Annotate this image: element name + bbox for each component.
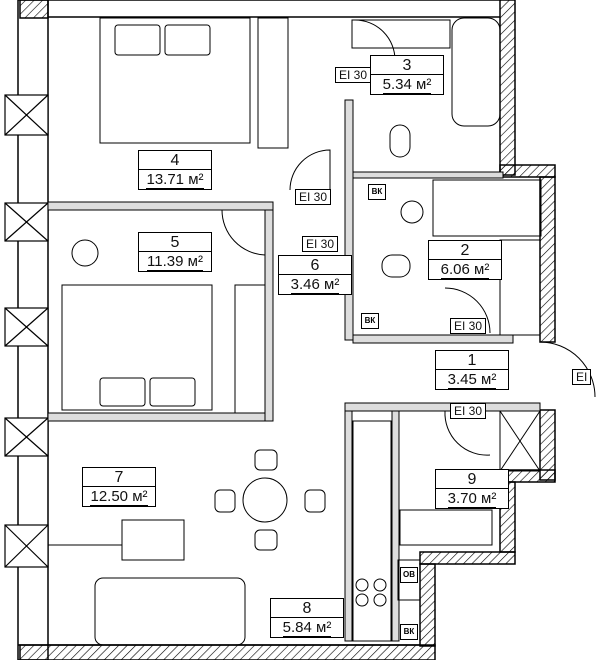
shaft-label: ВК <box>400 624 418 640</box>
room-number: 2 <box>429 241 501 260</box>
wardrobe-room-5 <box>234 284 266 414</box>
room-area: 13.71 м² <box>146 171 204 189</box>
kitchen-counter <box>352 420 392 642</box>
windows <box>4 94 49 568</box>
room-number: 3 <box>371 56 443 75</box>
room-area: 3.45 м² <box>447 371 497 389</box>
room-number: 8 <box>271 599 343 618</box>
bathtub <box>451 17 501 127</box>
bed-room-4 <box>99 17 251 144</box>
room-area: 5.34 м² <box>382 76 432 94</box>
interior-walls <box>47 99 541 642</box>
room-number: 1 <box>436 351 508 370</box>
room-number: 9 <box>436 470 508 489</box>
room-area: 3.46 м² <box>290 276 340 294</box>
coffee-table <box>121 519 185 561</box>
sofa <box>94 577 246 646</box>
shaft-label: ОВ <box>400 567 418 583</box>
room-number: 6 <box>279 256 351 275</box>
bed-room-5 <box>61 284 213 411</box>
room-area: 3.70 м² <box>447 490 497 508</box>
door-rating-tag: EI 30 <box>302 236 339 252</box>
door-rating-tag: EI 30 <box>450 318 487 334</box>
room-number: 7 <box>83 468 155 487</box>
wardrobe-room-4 <box>257 17 289 149</box>
door-rating-tag: EI <box>572 369 592 385</box>
room-area: 6.06 м² <box>440 261 490 279</box>
dining-table <box>242 477 288 523</box>
door-rating-tag: EI 30 <box>450 403 487 419</box>
door-swings <box>221 19 596 456</box>
room-number: 5 <box>139 233 211 252</box>
furniture <box>61 17 542 646</box>
shaft-label: ВК <box>368 184 386 200</box>
shaft-label: ВК <box>361 313 379 329</box>
room-area: 11.39 м² <box>147 253 203 271</box>
door-rating-tag: EI 30 <box>335 67 372 83</box>
door-rating-tag: EI 30 <box>295 189 332 205</box>
room-area: 5.84 м² <box>282 619 332 637</box>
room-area: 12.50 м² <box>90 488 148 506</box>
room-number: 4 <box>139 151 211 170</box>
